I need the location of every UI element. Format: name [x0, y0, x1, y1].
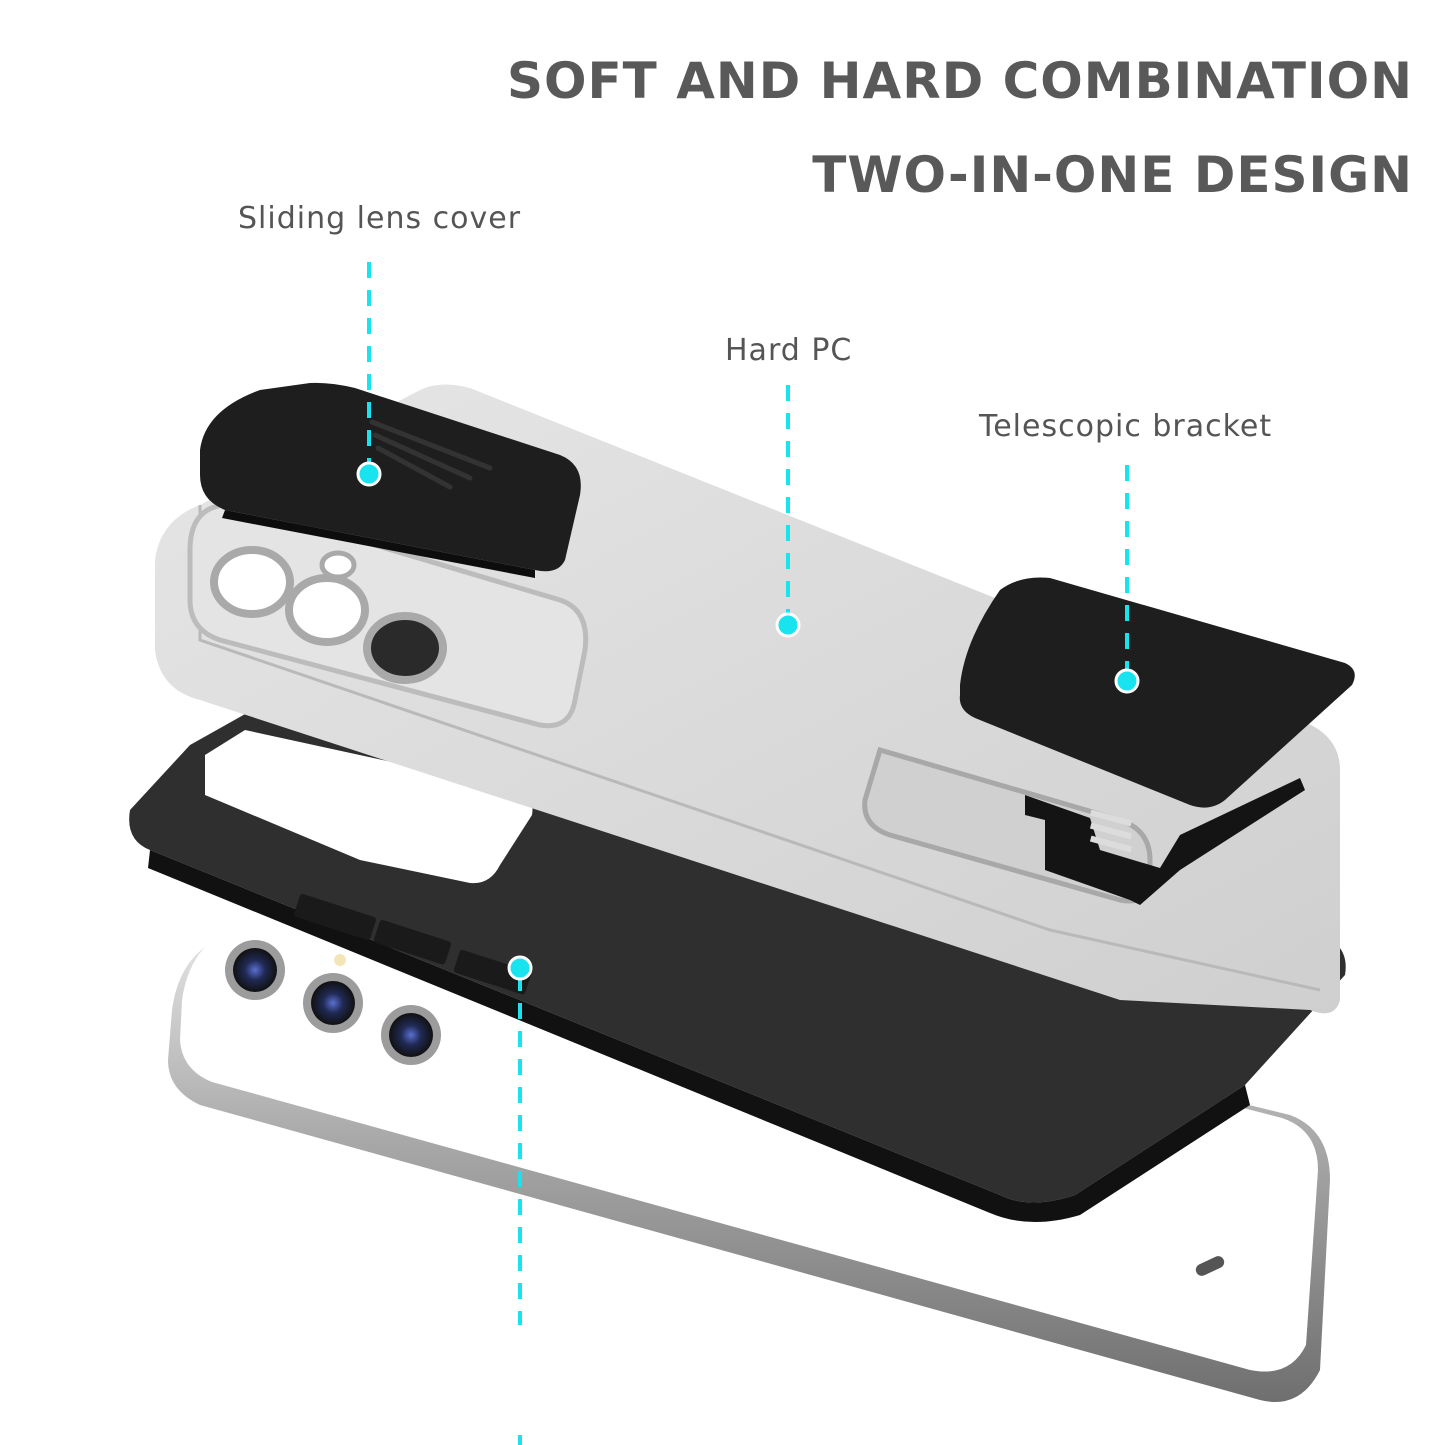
soft-tpu-bumper	[129, 700, 1346, 1223]
callout-dot-icon	[356, 461, 382, 487]
sliding-lens-cover	[200, 382, 581, 578]
callout-label-sliding-lens-cover: Sliding lens cover	[238, 201, 522, 236]
callout-dots	[356, 461, 1140, 981]
headline-line-1: SOFT AND HARD COMBINATION	[507, 52, 1413, 110]
telescopic-bracket	[959, 577, 1355, 905]
phone-camera-lenses	[225, 940, 441, 1065]
callout-label-telescopic-bracket: Telescopic bracket	[979, 409, 1273, 444]
headline-line-2: TWO-IN-ONE DESIGN	[812, 146, 1413, 204]
callout-label-hard-pc: Hard PC	[725, 333, 853, 368]
callout-lines	[367, 262, 1129, 1445]
callout-dot-icon	[507, 955, 533, 981]
case-camera-cutouts	[210, 546, 447, 684]
callout-dot-icon	[1114, 668, 1140, 694]
usb-port-icon	[1195, 1256, 1225, 1276]
callout-dot-icon	[775, 612, 801, 638]
